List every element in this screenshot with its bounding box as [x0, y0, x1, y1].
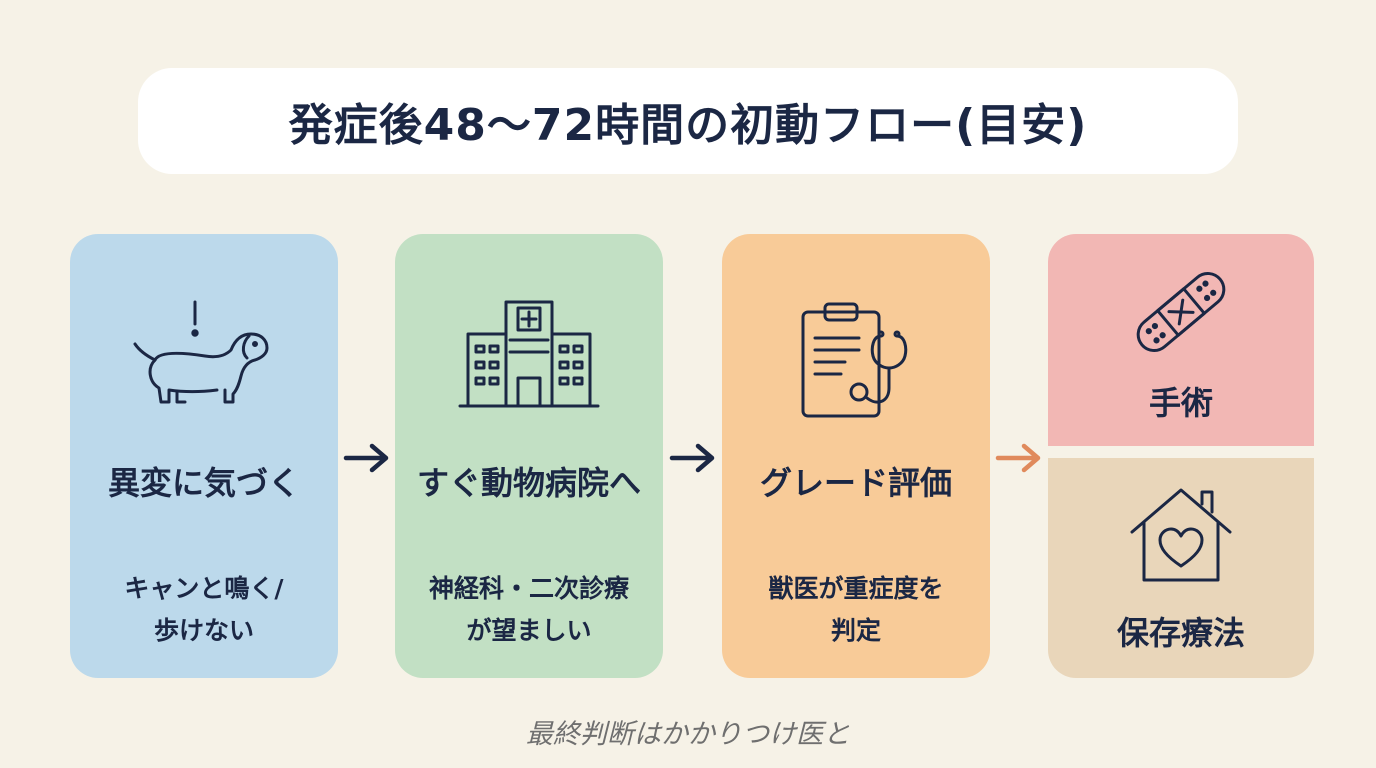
step-description-line: 判定	[830, 616, 881, 645]
footer-note: 最終判断はかかりつけ医と	[525, 719, 851, 750]
outcome-label: 保存療法	[1116, 614, 1245, 652]
step-description-line: 獣医が重症度を	[768, 574, 944, 603]
outcome-label: 手術	[1148, 384, 1213, 422]
step-card-notice: 異変に気づく キャンと鳴く/ 歩けない	[70, 234, 338, 678]
bandage-icon	[1048, 262, 1314, 362]
step-heading: すぐ動物病院へ	[416, 464, 641, 502]
step-description-line: キャンと鳴く/	[124, 574, 284, 603]
outcome-surgery: 手術	[1048, 234, 1314, 446]
step-card-grade: グレード評価 獣医が重症度を 判定	[722, 234, 990, 678]
step-description: キャンと鳴く/ 歩けない	[80, 568, 328, 652]
step-card-hospital: すぐ動物病院へ 神経科・二次診療 が望ましい	[395, 234, 663, 678]
step-heading: 異変に気づく	[107, 464, 300, 502]
step-heading: グレード評価	[759, 464, 952, 502]
step-description: 神経科・二次診療 が望ましい	[405, 568, 653, 652]
title-banner: 発症後48〜72時間の初動フロー(目安)	[138, 68, 1238, 174]
outcome-card: 手術 保存療法	[1048, 234, 1314, 678]
outcome-conservative: 保存療法	[1048, 458, 1314, 678]
step-description-line: 歩けない	[153, 616, 254, 645]
hospital-icon	[395, 298, 663, 418]
house-heart-icon	[1048, 484, 1314, 584]
arrow-right-icon	[669, 443, 715, 473]
page-title: 発症後48〜72時間の初動フロー(目安)	[288, 100, 1088, 151]
branch-arrow-icon	[995, 443, 1041, 473]
dachshund-alert-icon	[70, 298, 338, 418]
clipboard-stethoscope-icon	[722, 298, 990, 418]
arrow-right-icon	[343, 443, 389, 473]
step-description-line: 神経科・二次診療	[428, 574, 629, 603]
step-description-line: が望ましい	[466, 616, 592, 645]
step-description: 獣医が重症度を 判定	[732, 568, 980, 652]
